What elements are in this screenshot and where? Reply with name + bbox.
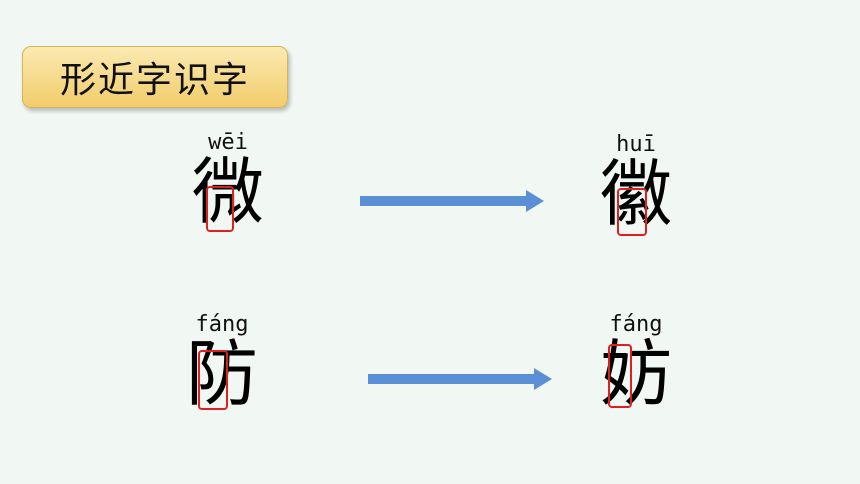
pinyin-label: huī — [616, 132, 656, 157]
pinyin-label: fáng — [609, 312, 663, 337]
character: 妨 — [599, 332, 672, 416]
highlight-box — [617, 188, 647, 236]
char-fang-hinder: fáng 妨 — [576, 312, 696, 442]
character: 微 — [191, 150, 264, 234]
char-wei: wēi 微 — [168, 130, 288, 260]
char-hui: huī 徽 — [576, 132, 696, 262]
arrow-right-icon — [360, 190, 544, 212]
highlight-box — [206, 186, 234, 232]
pinyin-label: fáng — [195, 312, 249, 337]
char-fang-defend: fáng 防 — [162, 312, 282, 442]
pinyin-label: wēi — [208, 130, 248, 155]
character: 徽 — [599, 152, 672, 236]
arrow-right-icon — [368, 368, 552, 390]
highlight-box — [198, 350, 228, 410]
character: 防 — [185, 332, 258, 416]
section-title: 形近字识字 — [22, 46, 288, 108]
highlight-box — [608, 344, 632, 408]
